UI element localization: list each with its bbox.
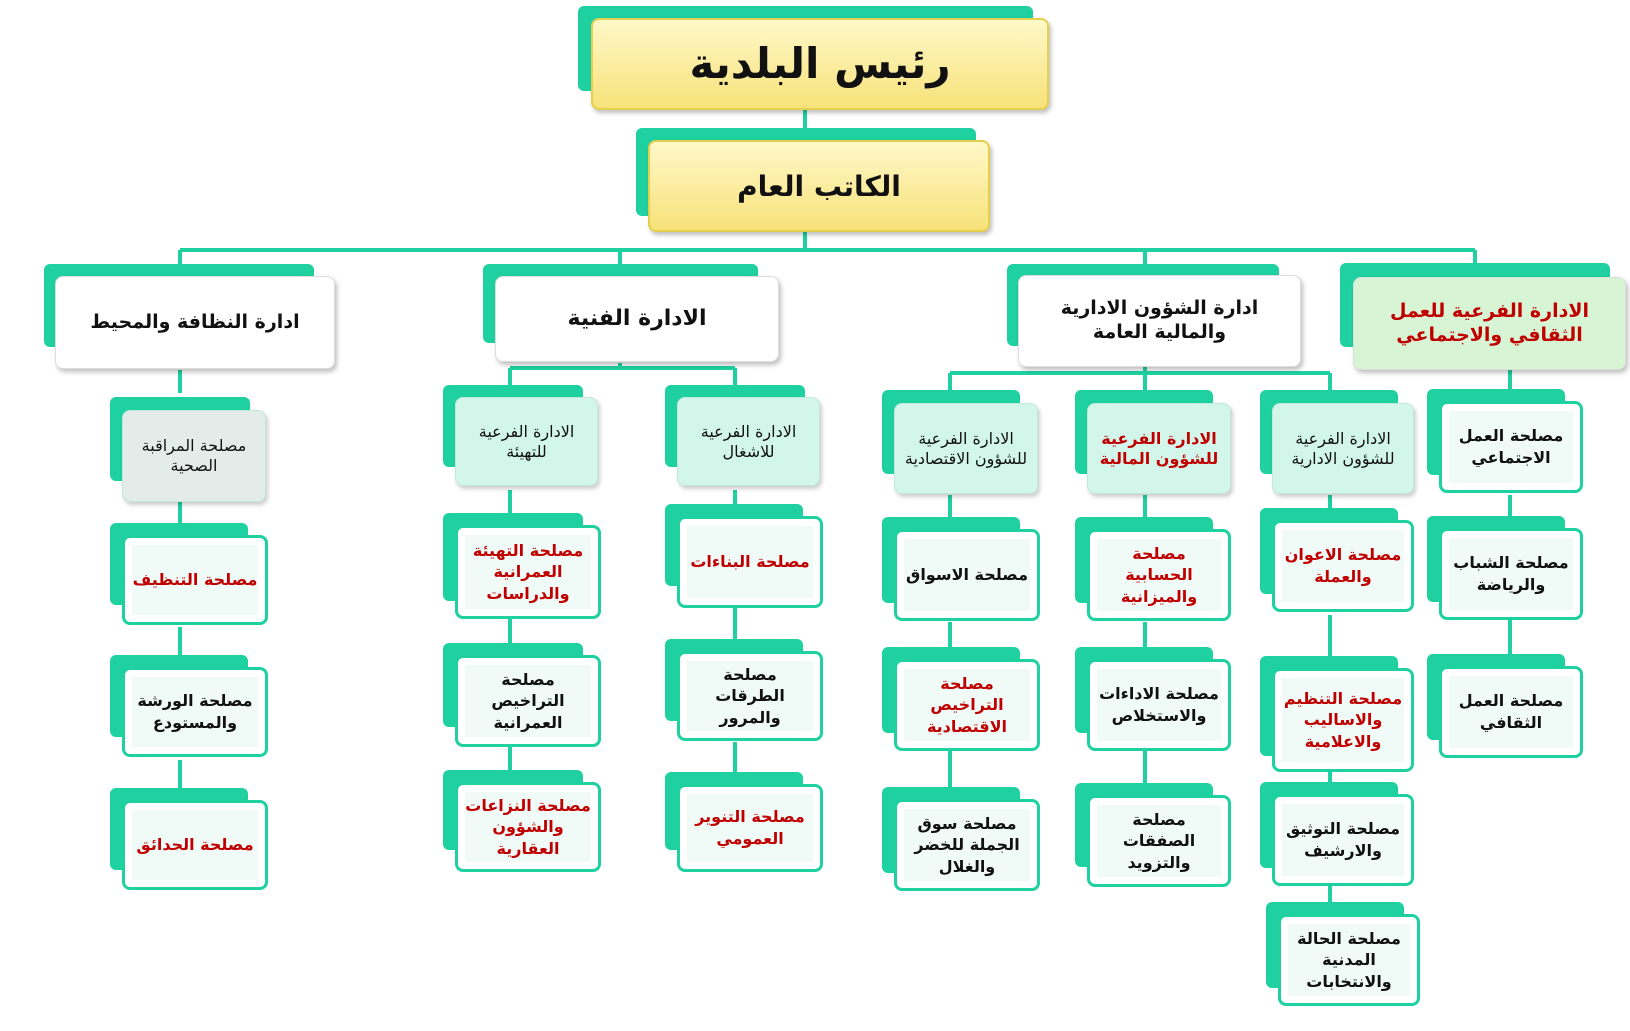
svc-staff-label: مصلحة الاعوان والعملة bbox=[1282, 530, 1404, 602]
svc-wholesale-market-label: مصلحة سوق الجملة للخضر والغلال bbox=[904, 809, 1030, 881]
svc-accounting-label: مصلحة الحسابية والميزانية bbox=[1097, 539, 1221, 611]
svc-cleaning-label: مصلحة التنظيف bbox=[132, 545, 258, 615]
mayor-title: رئيس البلدية bbox=[591, 18, 1049, 110]
svc-workshop-label: مصلحة الورشة والمستودع bbox=[132, 677, 258, 747]
svc-roads-label: مصلحة الطرقات والمرور bbox=[687, 661, 813, 731]
svc-buildings-label: مصلحة البناءات bbox=[687, 526, 813, 598]
svc-gardens-label: مصلحة الحدائق bbox=[132, 810, 258, 880]
svc-organization-it-label: مصلحة التنظيم والاساليب والاعلامية bbox=[1282, 678, 1404, 762]
svc-procurement-label: مصلحة الصفقات والتزويد bbox=[1097, 805, 1221, 877]
svc-land-disputes-label: مصلحة النزاعات والشؤون العقارية bbox=[465, 792, 591, 862]
subdept-planning-title: الادارة الفرعية للتهيئة bbox=[455, 397, 598, 486]
subdept-finance-title: الادارة الفرعية للشؤون المالية bbox=[1087, 403, 1231, 494]
dept-admin-title: ادارة الشؤون الادارية والمالية العامة bbox=[1018, 275, 1301, 367]
subdept-admin-title: الادارة الفرعية للشؤون الادارية bbox=[1272, 403, 1414, 494]
svc-cultural-work-label: مصلحة العمل الثقافي bbox=[1449, 676, 1573, 748]
subdept-works-title: الادارة الفرعية للاشغال bbox=[677, 397, 820, 486]
subdept-health-title: مصلحة المراقبة الصحية bbox=[122, 410, 266, 502]
svc-social-work-label: مصلحة العمل الاجتماعي bbox=[1449, 411, 1573, 483]
dept-technical-title: الادارة الفنية bbox=[495, 276, 779, 362]
dept-cultural-title: الادارة الفرعية للعمل الثقافي والاجتماعي bbox=[1353, 277, 1626, 370]
svc-archives-label: مصلحة التوثيق والارشيف bbox=[1282, 804, 1404, 876]
dept-cleanliness-title: ادارة النظافة والمحيط bbox=[55, 276, 335, 369]
svc-urban-planning-label: مصلحة التهيئة العمرانية والدراسات bbox=[465, 535, 591, 609]
svc-civil-status-label: مصلحة الحالة المدنية والانتخابات bbox=[1288, 924, 1410, 996]
secretary-title: الكاتب العام bbox=[648, 140, 990, 232]
svc-markets-label: مصلحة الاسواق bbox=[904, 539, 1030, 611]
subdept-economic-title: الادارة الفرعية للشؤون الاقتصادية bbox=[894, 403, 1038, 494]
svc-lighting-label: مصلحة التنوير العمومي bbox=[687, 794, 813, 862]
svc-taxes-label: مصلحة الاداءات والاستخلاص bbox=[1097, 669, 1221, 741]
svc-economic-permits-label: مصلحة التراخيص الاقتصادية bbox=[904, 669, 1030, 741]
svc-urban-permits-label: مصلحة التراخيص العمرانية bbox=[465, 665, 591, 737]
svc-youth-sports-label: مصلحة الشباب والرياضة bbox=[1449, 538, 1573, 610]
